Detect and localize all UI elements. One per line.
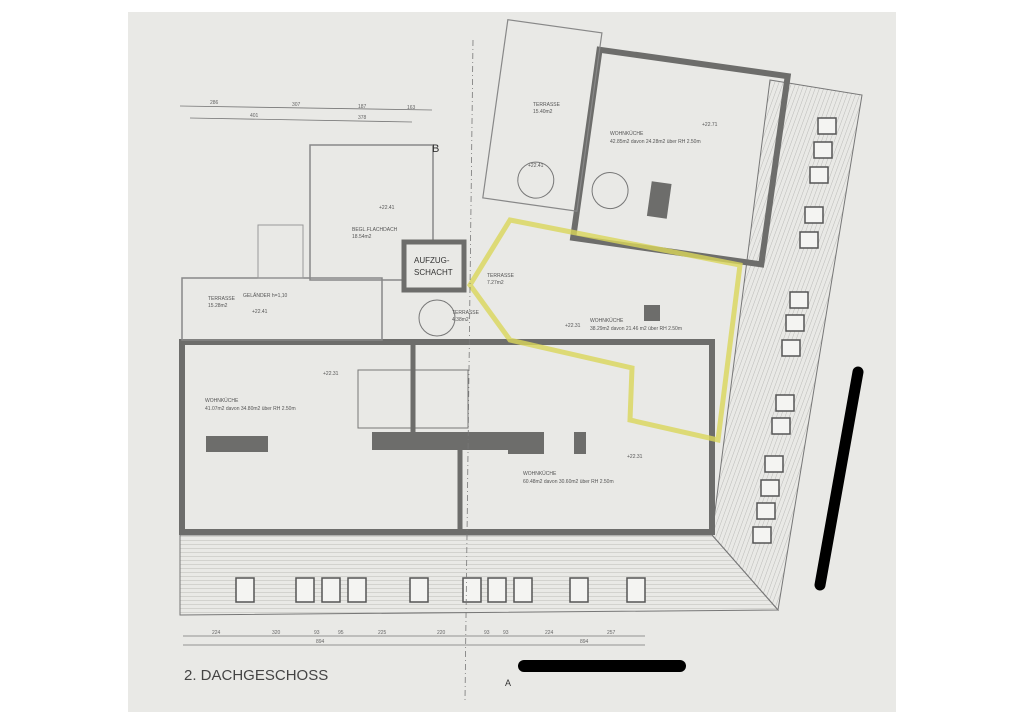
room-area: 38.29m2 davon 21.46 m2 über RH 2.50m — [590, 326, 682, 332]
kitchen-counter — [206, 436, 268, 452]
dim-label: 224 — [212, 630, 221, 636]
dim-label: 894 — [316, 639, 325, 645]
level-mark: +22.41 — [528, 163, 544, 169]
dim-label: 320 — [272, 630, 281, 636]
dim-label: 93 — [314, 630, 320, 636]
section-marker-a: A — [505, 678, 511, 688]
roof-windows — [235, 117, 837, 603]
room-name: BEGL.FLACHDACH — [352, 227, 398, 233]
terrace-top — [482, 18, 603, 212]
section-marker-b: B — [432, 143, 439, 155]
level-mark: +22.31 — [627, 454, 643, 460]
spiral-stair — [418, 299, 456, 337]
room-area: 41.07m2 davon 34.80m2 über RH 2.50m — [205, 406, 296, 412]
level-mark: +22.71 — [702, 122, 718, 128]
dim-label: 224 — [545, 630, 554, 636]
room-area: 15.28m2 — [208, 303, 228, 309]
dim-label: 93 — [484, 630, 490, 636]
room-area: 7.27m2 — [487, 280, 504, 286]
room-name: TERRASSE — [452, 310, 480, 316]
roof-strip-bottom — [179, 534, 780, 616]
level-mark: +22.41 — [379, 205, 395, 211]
room-area: 18.54m2 — [352, 234, 372, 240]
room-name: TERRASSE — [487, 273, 515, 279]
redaction-bar — [814, 366, 864, 591]
room-name: TERRASSE — [533, 102, 561, 108]
dim-label: 225 — [378, 630, 387, 636]
elevator-label: SCHACHT — [414, 268, 453, 277]
plan-title: 2. DACHGESCHOSS — [184, 667, 328, 684]
dim-label: 286 — [210, 100, 219, 106]
room-name: WOHNKÜCHE — [205, 397, 239, 404]
elevator-label: AUFZUG- — [414, 256, 450, 265]
level-mark: +22.31 — [565, 323, 581, 329]
room-name: WOHNKÜCHE — [590, 317, 624, 324]
room-area: 4.38m2 — [452, 317, 469, 323]
room-area: 42.85m2 davon 24.28m2 über RH 2.50m — [610, 139, 701, 145]
dimension-lines — [179, 39, 645, 701]
room-name: WOHNKÜCHE — [610, 130, 644, 137]
flat-roof — [309, 144, 434, 281]
room-note: GELÄNDER h=1,10 — [243, 292, 288, 299]
dim-label: 163 — [407, 105, 416, 111]
dim-label: 95 — [338, 630, 344, 636]
highlighted-unit — [466, 217, 743, 444]
dim-label: 307 — [292, 102, 301, 108]
dim-label: 93 — [503, 630, 509, 636]
dim-label: 401 — [250, 113, 259, 119]
dim-label: 257 — [607, 630, 616, 636]
dim-label: 378 — [358, 115, 367, 121]
dim-label: 220 — [437, 630, 446, 636]
elevator-shaft — [401, 239, 467, 293]
dim-label: 894 — [580, 639, 589, 645]
room-area: 15.40m2 — [533, 109, 553, 115]
room-name: TERRASSE — [208, 296, 236, 302]
level-mark: +22.31 — [323, 371, 339, 377]
dim-label: 187 — [358, 104, 367, 110]
room-name: WOHNKÜCHE — [523, 470, 557, 477]
room-area: 60.48m2 davon 30.60m2 über RH 2.50m — [523, 479, 614, 485]
level-mark: +22.41 — [252, 309, 268, 315]
